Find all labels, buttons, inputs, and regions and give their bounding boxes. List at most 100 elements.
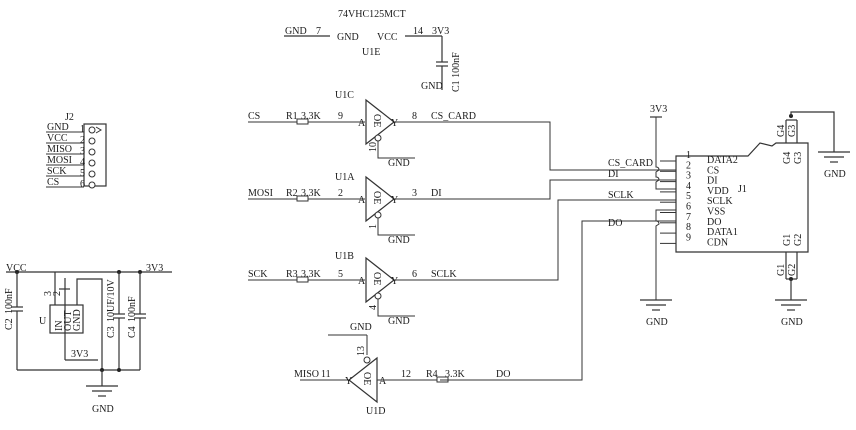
j2-pin-socket-icon <box>88 181 96 189</box>
reg-out-3v3-label: 3V3 <box>71 349 88 360</box>
do-net-label: DO <box>608 218 622 229</box>
c4-value: 100nF <box>127 296 138 322</box>
c2-ref: C2 <box>4 318 15 330</box>
buffer-output-pin: 6 <box>412 269 417 280</box>
j2-pin-socket-icon <box>88 159 96 167</box>
resistor-icon <box>296 118 309 125</box>
u1d-resistor-ref: R4 <box>426 369 438 380</box>
u1e-vcc-net-label: 3V3 <box>432 26 449 37</box>
u1e-ref: U1E <box>362 47 380 58</box>
j1-ref: J1 <box>738 184 747 195</box>
regulator-block: VCC 3V3 C2 100nF U IN OUT GND 3 2 3V3 C3… <box>4 263 172 415</box>
j2-pin-number: 1 <box>80 124 85 135</box>
u1d-oe-bubble-icon <box>363 356 371 364</box>
j1-pin-name: CDN <box>707 237 728 248</box>
j1-body <box>675 142 809 253</box>
di-net-wire <box>450 179 676 200</box>
cs-card-net-wire <box>450 121 676 171</box>
u1d-input-net: DO <box>496 369 510 380</box>
buffer-oe-pin: 4 <box>368 305 379 310</box>
buffer-triangle-icon <box>365 175 395 223</box>
regulator-body <box>49 304 84 334</box>
resistor-ref: R1 <box>286 111 298 122</box>
j1-pin-number: 7 <box>686 212 691 223</box>
j2-pin1-marker-icon <box>95 126 102 134</box>
buffer-oe-label: OE <box>371 272 382 285</box>
j2-pin-name: GND <box>47 122 69 133</box>
buffer-pin-a: A <box>358 276 366 287</box>
u1d-pin-y: Y <box>345 376 352 387</box>
u1d-output-net: MISO <box>294 369 319 380</box>
j1-pin-name: DATA2 <box>707 155 738 166</box>
g1-inner-label: G1 <box>782 234 793 246</box>
j1-pin-number: 5 <box>686 191 691 202</box>
resistor-value: 3.3K <box>301 269 322 280</box>
u1d-pin-a: A <box>379 376 387 387</box>
j1-pin-number: 6 <box>686 202 691 213</box>
buffer-output-net: CS_CARD <box>431 111 476 122</box>
buffer-oe-net: GND <box>388 316 410 327</box>
buffer-oe-bubble-icon <box>374 292 382 300</box>
resistor-ref: R3 <box>286 269 298 280</box>
u1d-oe-pin: 13 <box>356 346 367 356</box>
g4-outer-label: G4 <box>776 125 787 137</box>
u1d-output-pin: 11 <box>321 369 331 380</box>
j2-pin-number: 3 <box>80 146 85 157</box>
u1d-resistor-value: 3.3K <box>445 369 466 380</box>
u1d-ref: U1D <box>366 406 385 417</box>
reg-c3-gnd-junction <box>117 368 121 372</box>
j2-pin-name: MISO <box>47 144 72 155</box>
reg-pin-name-gnd: GND <box>72 309 83 331</box>
j2-ref: J2 <box>65 112 74 123</box>
u1e-gnd-pin-name: GND <box>337 32 359 43</box>
j1-pin-name: CS <box>707 165 719 176</box>
buffer-oe-wire <box>377 299 415 317</box>
c3-value: 10UF/10V <box>106 278 117 322</box>
buffer-pin-y: Y <box>391 118 398 129</box>
g2-outer-label: G2 <box>787 264 798 276</box>
do-net-wire <box>440 220 676 381</box>
buffer-oe-label: OE <box>371 114 382 127</box>
buffer-output-net: DI <box>431 188 442 199</box>
buffer-pin-y: Y <box>391 195 398 206</box>
buffer-oe-label: OE <box>371 191 382 204</box>
g1-outer-label: G1 <box>776 264 787 276</box>
reg-pin-num-in: 3 <box>43 291 54 296</box>
reg-3v3-label: 3V3 <box>146 263 163 274</box>
j1-pin-number: 9 <box>686 232 691 243</box>
j1-net-wires: CS_CARD DI SCLK DO <box>440 121 676 381</box>
c1-gnd-label: GND <box>421 81 443 92</box>
top-gnd-label: GND <box>824 169 846 180</box>
buffer-input-pin: 2 <box>338 188 343 199</box>
vss-wire <box>655 209 676 300</box>
vdd-wire <box>655 117 676 190</box>
c4-ref: C4 <box>127 326 138 338</box>
g3-outer-label: G3 <box>787 125 798 137</box>
u1e-power-block: 74VHC125MCT GND 7 GND VCC 14 3V3 U1E C1 … <box>284 9 462 92</box>
j2-pin-number: 6 <box>80 179 85 190</box>
reg-pin-name-in: IN <box>54 320 65 331</box>
j1-pin-number: 4 <box>686 181 691 192</box>
c2-value: 100nF <box>4 288 15 314</box>
buffer-ref: U1A <box>335 172 355 183</box>
j1-pin-number: 8 <box>686 222 691 233</box>
j1-pin-number: 1 <box>686 150 691 161</box>
j1-pin-name: VDD <box>707 186 729 197</box>
buffer-oe-bubble-icon <box>374 134 382 142</box>
j2-pin-number: 4 <box>80 157 85 168</box>
u1d-oe-gnd-label: GND <box>350 322 372 333</box>
resistor-value: 3.3K <box>301 111 322 122</box>
u1d-oe-label: OE <box>361 372 372 385</box>
reg-pin-num-out: 2 <box>52 291 63 296</box>
reg-gnd-label: GND <box>92 404 114 415</box>
j2-pin-socket-icon <box>88 148 96 156</box>
u1e-part-number: 74VHC125MCT <box>338 9 406 20</box>
j1-pin-name: SCLK <box>707 196 733 207</box>
buffer-pin-y: Y <box>391 276 398 287</box>
di-net-label: DI <box>608 169 619 180</box>
j1-pin-number: 2 <box>686 160 691 171</box>
j2-pin-socket-icon <box>88 137 96 145</box>
j2-pin-socket-icon <box>88 170 96 178</box>
